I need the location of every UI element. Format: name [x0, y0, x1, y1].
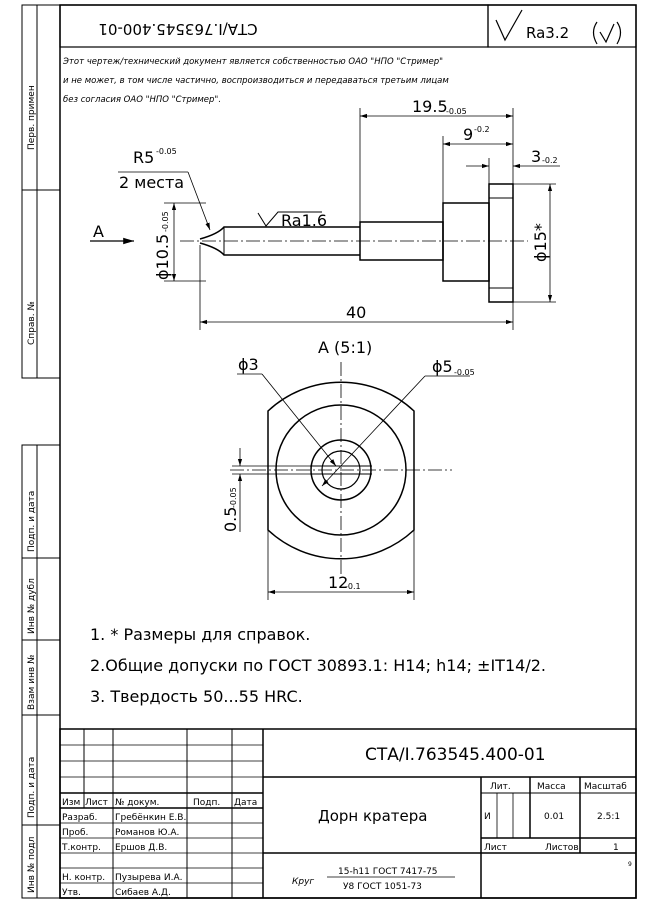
- radius-value: R5: [133, 148, 154, 167]
- role-nkontr: Н. контр.: [62, 873, 105, 883]
- name-prov: Романов Ю.А.: [115, 828, 179, 838]
- dim-12-tol: -0.1: [345, 582, 361, 591]
- sheets-label: Листов: [545, 843, 579, 853]
- dim-9: [442, 136, 513, 203]
- dim-gap-0-5-tol: -0.05: [229, 487, 238, 508]
- dim-19-5: [359, 108, 514, 222]
- sheets-value: 1: [613, 843, 619, 853]
- dim-dia-5: [321, 375, 470, 487]
- dim-19-5-value: 19.5: [412, 97, 448, 116]
- copyright-notice: Этот чертеж/технический документ являетс…: [62, 57, 449, 105]
- view-arrow-a: А: [90, 222, 134, 245]
- scale-label: Масштаб: [584, 782, 627, 792]
- general-roughness-symbol: [495, 9, 622, 45]
- title-block-title: Дорн кратера: [318, 807, 427, 825]
- role-tkontr: Т.контр.: [61, 843, 101, 853]
- title-block-designation: СТА/I.763545.400-01: [365, 745, 546, 765]
- dim-12: [267, 530, 415, 600]
- dim-3: [466, 158, 560, 184]
- label-vzam-inv: Взам инв №: [27, 655, 37, 710]
- left-margin-strip: [21, 4, 61, 899]
- material-prefix: Круг: [292, 877, 314, 887]
- dim-dia-10-5-value: ϕ10.5: [153, 234, 172, 280]
- view-a-title: А (5:1): [318, 338, 372, 357]
- material-top: 15-h11 ГОСТ 7417-75: [338, 867, 438, 877]
- dim-40: [199, 245, 514, 330]
- role-utv: Утв.: [62, 888, 81, 898]
- radius-places: 2 места: [119, 173, 184, 192]
- part-side-view: [199, 183, 514, 303]
- title-block-headers: Изм Лист № докум. Подп. Дата: [62, 798, 257, 808]
- label-inv-dubl: Инв № дубл: [27, 578, 37, 634]
- header-izm: Изм: [62, 798, 80, 808]
- dim-3-tol: -0.2: [542, 156, 558, 165]
- dim-9-value: 9: [463, 125, 473, 144]
- header-doc-no: № докум.: [115, 798, 159, 808]
- scale-value: 2.5:1: [597, 812, 620, 822]
- view-letter: А: [93, 222, 104, 241]
- name-tkontr: Ершов Д.В.: [115, 843, 167, 853]
- dim-dia-3-value: ϕ3: [238, 355, 259, 374]
- dim-gap-0-5-value: 0.5: [221, 507, 240, 532]
- title-block-grid: [59, 728, 637, 899]
- label-podp-data-2: Подп. и дата: [27, 757, 37, 818]
- surface-roughness-value: Ra1.6: [281, 211, 327, 230]
- dim-19-5-tol: -0.05: [446, 107, 467, 116]
- technical-notes: 1. * Размеры для справок. 2.Общие допуск…: [90, 625, 546, 706]
- label-podp-data-1: Подп. и дата: [27, 491, 37, 552]
- radius-tol: -0.05: [156, 147, 177, 156]
- label-sprav-no: Справ. №: [27, 301, 37, 345]
- name-nkontr: Пузырева И.А.: [115, 873, 183, 883]
- dim-3-value: 3: [531, 147, 541, 166]
- dim-dia-5-tol: -0.05: [454, 368, 475, 377]
- corner-mark: 9: [628, 861, 632, 868]
- end-view-centerlines: [230, 362, 452, 578]
- role-prov: Проб.: [62, 828, 88, 838]
- dim-12-value: 12: [328, 573, 348, 592]
- note-1: 1. * Размеры для справок.: [90, 625, 310, 644]
- copyright-line-1: Этот чертеж/технический документ являетс…: [62, 57, 443, 67]
- label-inv-podl: Инв № подл: [27, 837, 37, 893]
- dim-40-value: 40: [346, 303, 366, 322]
- mass-label: Масса: [537, 782, 566, 792]
- dim-dia-3: [237, 373, 337, 467]
- name-razrab: Гребёнкин Е.В.: [115, 813, 186, 823]
- role-razrab: Разраб.: [62, 813, 97, 823]
- label-perv-primen: Перв. примен: [27, 85, 37, 150]
- note-2: 2.Общие допуски по ГОСТ 30893.1: H14; h1…: [90, 656, 546, 675]
- material-spec: Круг 15-h11 ГОСТ 7417-75 У8 ГОСТ 1051-73: [292, 867, 455, 892]
- header-date: Дата: [234, 798, 257, 808]
- note-3: 3. Твердость 50...55 HRC.: [90, 687, 303, 706]
- title-block-roles: Разраб. Гребёнкин Е.В. Проб. Романов Ю.А…: [61, 813, 186, 898]
- header-sign: Подп.: [193, 798, 220, 808]
- left-strip-labels: Перв. примен Справ. № Подп. и дата Инв №…: [27, 85, 37, 893]
- general-roughness-value: Ra3.2: [526, 24, 569, 42]
- title-block-right: Лит. Масса Масштаб И 0.01 2.5:1 Лист Лис…: [484, 782, 632, 868]
- lit-value: И: [484, 812, 491, 822]
- dim-dia-5-value: ϕ5: [432, 357, 453, 376]
- dim-dia-15: [513, 183, 556, 303]
- sheet-label: Лист: [484, 843, 507, 853]
- material-bottom: У8 ГОСТ 1051-73: [343, 882, 422, 892]
- surface-roughness-symbol: [257, 211, 322, 227]
- name-utv: Сибаев А.Д.: [115, 888, 171, 898]
- copyright-line-3: без согласия ОАО "НПО "Стример".: [63, 95, 221, 105]
- dim-dia-10-5: [164, 202, 206, 282]
- dim-9-tol: -0.2: [474, 125, 490, 134]
- sheet-frame: [59, 4, 637, 899]
- dim-dia-15-value: ϕ15*: [531, 223, 550, 262]
- mass-value: 0.01: [544, 812, 564, 822]
- dim-dia-10-5-tol: -0.05: [161, 211, 170, 232]
- lit-label: Лит.: [490, 782, 511, 792]
- copyright-line-2: и не может, в том числе частично, воспро…: [63, 76, 449, 86]
- radius-leader: [118, 171, 211, 231]
- header-list: Лист: [85, 798, 108, 808]
- top-designation: СТА/I.763545.400-01: [98, 20, 257, 38]
- dim-gap-0-5: [232, 448, 310, 532]
